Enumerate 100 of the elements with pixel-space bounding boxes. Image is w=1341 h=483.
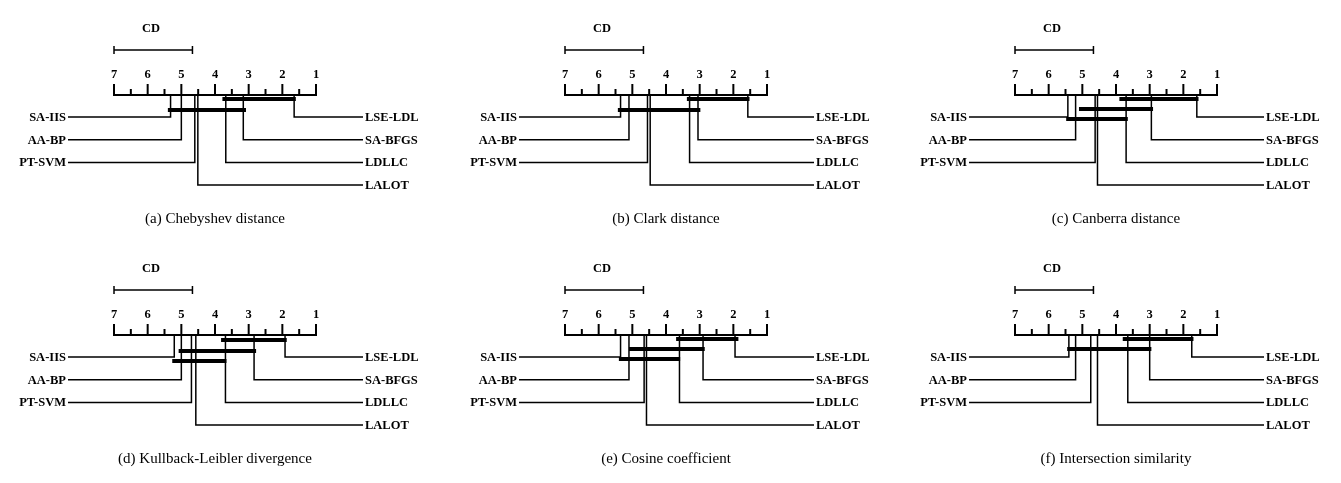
figure-caption: (d) Kullback-Leibler divergence (118, 450, 312, 466)
tick-label: 3 (245, 307, 252, 321)
method-label: AA-BP (27, 373, 66, 386)
tick-label: 2 (1180, 307, 1187, 321)
figure-caption: (a) Chebyshev distance (145, 210, 285, 226)
leader-line (968, 94, 1077, 141)
method-label: LSE-LDL (816, 110, 870, 124)
method-label: LALOT (365, 178, 409, 192)
cd-label: CD (141, 21, 161, 35)
method-label: SA-IIS (930, 110, 967, 124)
leader-line (518, 334, 630, 381)
method-label: PT-SVM (920, 156, 967, 169)
leader-line (968, 334, 1077, 381)
leader-line (968, 334, 1070, 358)
leader-line (649, 94, 815, 186)
method-label: LDLLC (365, 156, 409, 169)
method-label: SA-BFGS (365, 133, 418, 146)
tick-label: 1 (763, 67, 771, 81)
method-label: AA-BP (928, 373, 967, 386)
method-label: SA-BFGS (816, 133, 869, 146)
method-label: SA-BFGS (816, 373, 869, 386)
method-label: AA-BP (478, 373, 517, 386)
tick-label: 4 (662, 67, 670, 81)
tick-label: 6 (1045, 307, 1052, 321)
tick-label: 2 (730, 67, 737, 81)
method-label: LALOT (816, 178, 860, 192)
leader-line (1096, 334, 1265, 426)
leader-line (197, 94, 364, 186)
cd-label: CD (1042, 261, 1062, 275)
cd-label: CD (592, 21, 612, 35)
tick-label: 6 (595, 67, 602, 81)
leader-line (67, 94, 183, 141)
tick-label: 7 (110, 307, 118, 321)
leader-line (1196, 94, 1265, 118)
method-label: AA-BP (27, 133, 66, 146)
cd-label: CD (1042, 21, 1062, 35)
method-label: SA-BFGS (1266, 133, 1319, 146)
leader-line (1125, 94, 1265, 164)
method-label: SA-IIS (480, 350, 517, 364)
leader-line (518, 334, 622, 358)
tick-label: 7 (110, 67, 118, 81)
method-label: PT-SVM (470, 396, 517, 409)
leader-line (253, 334, 364, 381)
method-label: LSE-LDL (816, 350, 870, 364)
tick-label: 5 (178, 67, 185, 81)
leader-line (518, 94, 649, 164)
tick-label: 4 (1112, 67, 1120, 81)
method-label: LSE-LDL (365, 350, 419, 364)
leader-line (224, 334, 364, 404)
leader-line (697, 94, 815, 141)
leader-line (1096, 94, 1265, 186)
method-label: LALOT (1266, 418, 1310, 432)
tick-label: 6 (144, 67, 151, 81)
method-label: PT-SVM (470, 156, 517, 169)
tick-label: 3 (1146, 67, 1153, 81)
leader-line (293, 94, 364, 118)
tick-label: 4 (662, 307, 670, 321)
figure-caption: (f) Intersection similarity (1040, 450, 1192, 466)
tick-label: 1 (763, 307, 771, 321)
leader-line (747, 94, 815, 118)
method-label: LSE-LDL (365, 110, 419, 124)
leader-line (1148, 334, 1265, 381)
leader-line (968, 94, 1096, 164)
tick-label: 2 (730, 307, 737, 321)
leader-line (242, 94, 364, 141)
leader-line (702, 334, 815, 381)
method-label: LSE-LDL (1266, 110, 1320, 124)
figure-caption: (c) Canberra distance (1051, 210, 1181, 226)
leader-line (518, 94, 630, 141)
tick-label: 1 (312, 67, 320, 81)
method-label: LDLLC (1266, 156, 1310, 169)
cd-label: CD (141, 261, 161, 275)
tick-label: 5 (1079, 67, 1086, 81)
method-label: LALOT (365, 418, 409, 432)
method-label: SA-BFGS (365, 373, 418, 386)
method-label: AA-BP (928, 133, 967, 146)
method-label: LDLLC (365, 396, 409, 409)
tick-label: 7 (1011, 67, 1019, 81)
tick-label: 6 (595, 307, 602, 321)
tick-label: 2 (279, 67, 286, 81)
method-label: LSE-LDL (1266, 350, 1320, 364)
tick-label: 2 (279, 307, 286, 321)
tick-label: 5 (178, 307, 185, 321)
leader-line (67, 334, 175, 358)
tick-label: 3 (696, 67, 703, 81)
leader-line (67, 94, 196, 164)
method-label: SA-IIS (930, 350, 967, 364)
leader-line (195, 334, 364, 426)
method-label: LALOT (1266, 178, 1310, 192)
tick-label: 5 (629, 307, 636, 321)
tick-label: 7 (561, 67, 569, 81)
tick-label: 1 (1213, 307, 1221, 321)
tick-label: 4 (211, 67, 219, 81)
tick-label: 1 (1213, 67, 1221, 81)
leader-line (518, 94, 622, 118)
leader-line (225, 94, 364, 164)
method-label: LDLLC (816, 156, 860, 169)
method-label: PT-SVM (19, 396, 66, 409)
tick-label: 3 (245, 67, 252, 81)
tick-label: 3 (696, 307, 703, 321)
